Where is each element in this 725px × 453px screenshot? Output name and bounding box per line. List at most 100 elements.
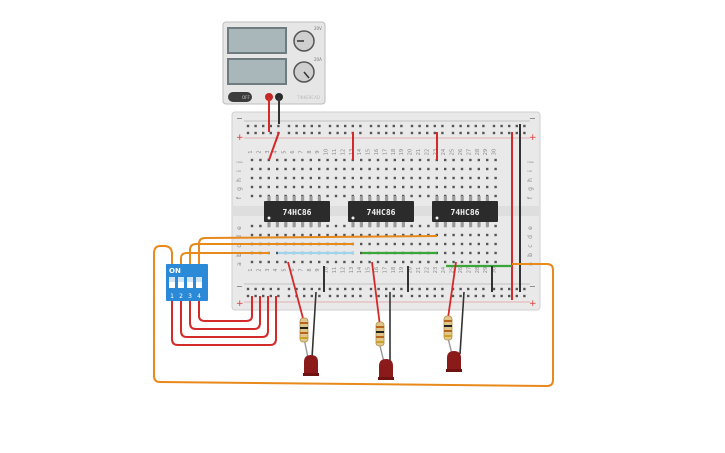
chip-3-pin [469, 222, 473, 227]
chip-1-pin [267, 196, 271, 201]
power-switch[interactable] [228, 92, 252, 102]
column-label-23-bottom: 23 [433, 267, 439, 273]
chip-pins [267, 196, 489, 227]
column-label-17-bottom: 17 [382, 267, 388, 273]
column-label-21-top: 21 [416, 149, 422, 155]
chip-2-pin [351, 222, 355, 227]
resistor-2[interactable] [375, 321, 385, 347]
chip-3-pin [452, 196, 456, 201]
row-label-c-left: c [236, 244, 243, 247]
column-label-4-bottom: 4 [273, 268, 279, 271]
resistor-1[interactable] [299, 317, 309, 343]
chip-2-pin [401, 222, 405, 227]
column-label-13-top: 13 [349, 149, 355, 155]
led-2[interactable] [378, 359, 394, 380]
chip-2-pin [385, 196, 389, 201]
rail-minus-label-bl: − [236, 282, 243, 291]
power-switch-label: OFF [242, 95, 250, 100]
chip-2-pin [368, 196, 372, 201]
chip-2[interactable]: 74HC86 [348, 201, 414, 222]
column-label-8-bottom: 8 [307, 268, 313, 271]
column-label-27-top: 27 [466, 149, 472, 155]
column-label-11-top: 11 [332, 149, 338, 155]
column-label-12-top: 12 [340, 149, 346, 155]
column-label-25-top: 25 [450, 149, 456, 155]
column-label-5-top: 5 [282, 150, 288, 153]
dip-toggle-4[interactable] [196, 277, 202, 288]
column-label-20-bottom: 20 [408, 267, 414, 273]
orange-loop-wire [153, 245, 554, 388]
chip-2-pin [359, 196, 363, 201]
dip-red-wires[interactable] [171, 296, 277, 346]
orange-wires[interactable] [153, 235, 554, 388]
led-1[interactable] [303, 355, 319, 376]
column-label-20-top: 20 [408, 149, 414, 155]
column-label-28-top: 28 [475, 149, 481, 155]
orange-wire-mid [189, 243, 354, 264]
resistor-3[interactable] [443, 315, 453, 341]
column-label-3-bottom: 3 [265, 268, 271, 271]
chip-2-pin [393, 196, 397, 201]
dip-toggle-2[interactable] [178, 277, 184, 288]
chip-1-pin [301, 196, 305, 201]
column-label-17-top: 17 [382, 149, 388, 155]
current-display [227, 58, 287, 85]
column-label-29-bottom: 29 [483, 267, 489, 273]
rail-minus-label-tr: − [529, 114, 536, 123]
column-label-26-bottom: 26 [458, 267, 464, 273]
column-label-14-top: 14 [357, 149, 363, 155]
chip-1-pin [284, 222, 288, 227]
column-label-12-bottom: 12 [340, 267, 346, 273]
column-label-1-top: 1 [248, 150, 254, 153]
led-3[interactable] [446, 351, 462, 372]
dip-toggle-3[interactable] [187, 277, 193, 288]
row-label-d-right: d [527, 235, 534, 239]
chip-3-pin [485, 222, 489, 227]
chip-2-label: 74HC86 [367, 208, 396, 217]
dip-toggle-1[interactable] [169, 277, 175, 288]
chip-1-pin [275, 196, 279, 201]
rail-plus-label-br: + [529, 299, 537, 309]
column-label-11-bottom: 11 [332, 267, 338, 273]
vcc-jumper-1 [268, 131, 280, 161]
rail-plus-label-bl: + [236, 299, 244, 309]
column-label-13-bottom: 13 [349, 267, 355, 273]
led-ground-wires[interactable] [323, 266, 493, 292]
dip-switch[interactable]: ON 1 2 3 4 [166, 264, 208, 301]
column-label-16-bottom: 16 [374, 267, 380, 273]
column-label-10-bottom: 10 [324, 267, 330, 273]
column-labels: 1122334455667788991010111112121313141415… [248, 149, 498, 273]
chip-1-pin [317, 196, 321, 201]
rail-minus-label-tl: − [236, 114, 243, 123]
column-label-6-bottom: 6 [290, 268, 296, 271]
chip-1-pin [292, 196, 296, 201]
column-label-9-top: 9 [315, 150, 321, 153]
row-label-c-right: c [527, 244, 534, 247]
signal-wires[interactable] [278, 251, 512, 268]
column-label-24-top: 24 [441, 149, 447, 155]
power-supply[interactable]: 20V 20A OFF TINKERCAD [222, 21, 326, 105]
column-label-4-top: 4 [273, 150, 279, 153]
column-label-7-bottom: 7 [298, 268, 304, 271]
chip-1[interactable]: 74HC86 [264, 201, 330, 222]
chip-1-pin [317, 222, 321, 227]
supply-logo: TINKERCAD [296, 95, 320, 100]
column-label-30-top: 30 [492, 149, 498, 155]
rail-minus-label-br: − [529, 282, 536, 291]
chip-2-pin [385, 222, 389, 227]
column-label-24-bottom: 24 [441, 267, 447, 273]
chip-2-pin [351, 196, 355, 201]
chip-2-pin [376, 196, 380, 201]
row-label-b-right: b [527, 253, 534, 257]
column-label-7-top: 7 [298, 150, 304, 153]
chip-3[interactable]: 74HC86 [432, 201, 498, 222]
chip-3-pin [469, 196, 473, 201]
row-label-h-right: h [527, 178, 534, 182]
chip-1-pin [284, 196, 288, 201]
row-label-e-left: e [236, 226, 243, 230]
chip-3-pin [460, 196, 464, 201]
supply-wires[interactable] [268, 97, 280, 132]
row-label-e-right: e [527, 226, 534, 230]
column-label-18-bottom: 18 [391, 267, 397, 273]
